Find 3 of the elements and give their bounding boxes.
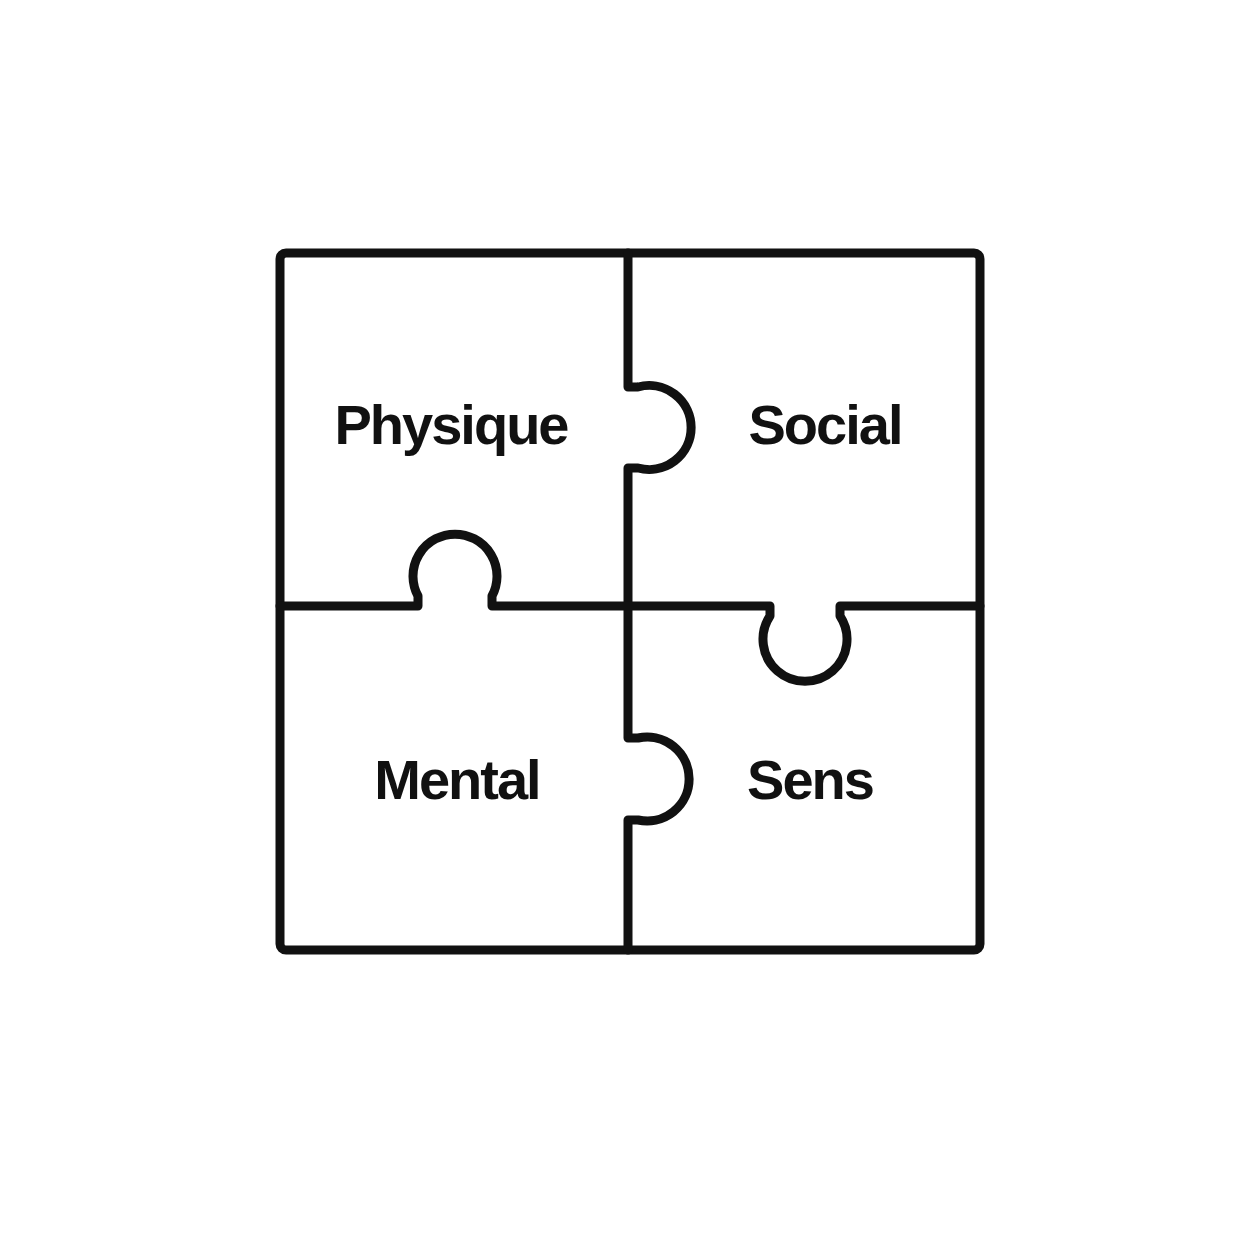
piece-label: Mental (374, 752, 540, 808)
piece-label: Sens (747, 752, 873, 808)
piece-label: Social (748, 397, 902, 453)
